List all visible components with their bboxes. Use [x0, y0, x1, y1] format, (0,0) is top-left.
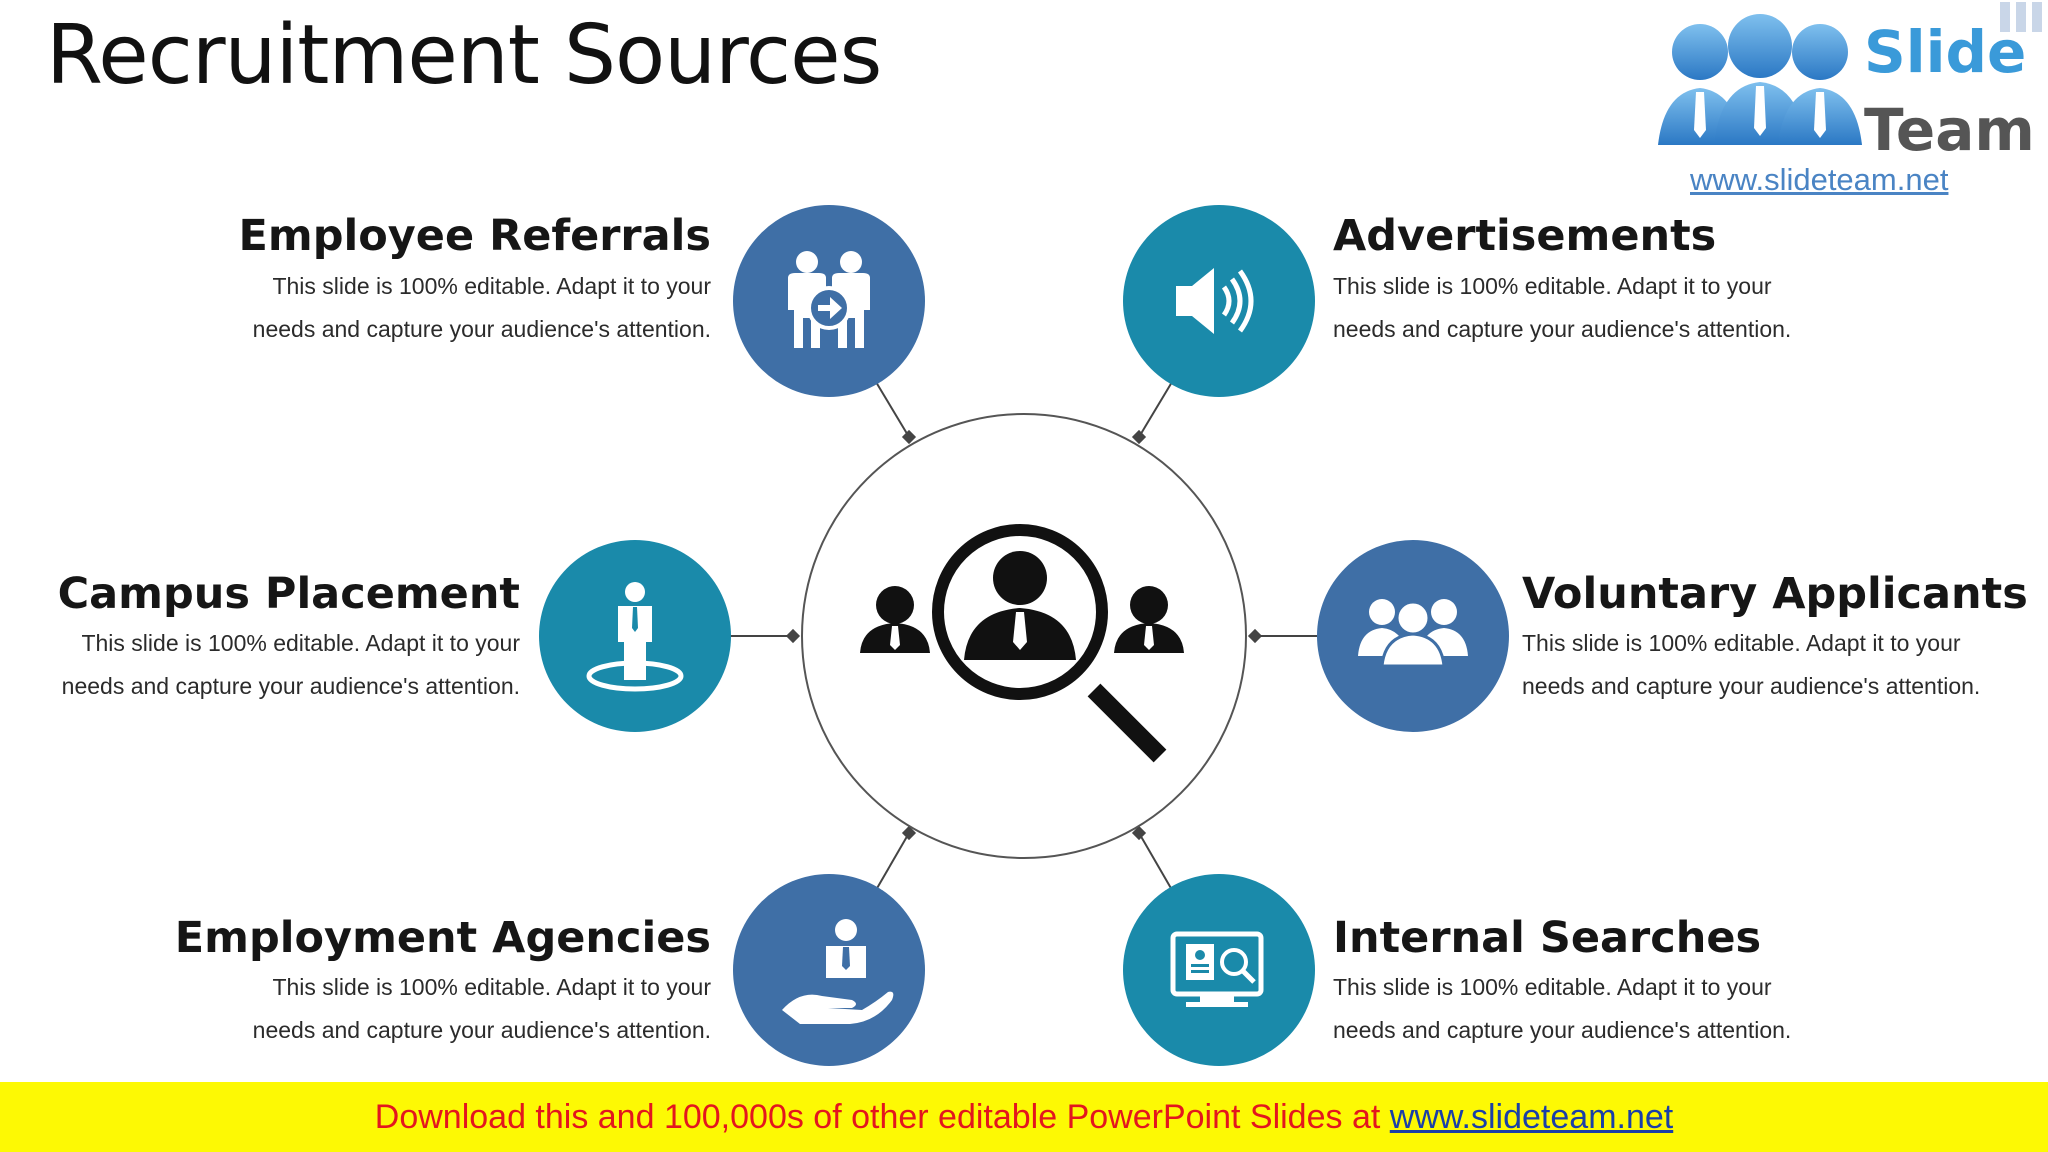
- desc-line: This slide is 100% editable. Adapt it to…: [1333, 974, 1772, 1000]
- node-employee-referrals: [733, 205, 925, 397]
- node-advertisements: [1123, 205, 1315, 397]
- desc-line: needs and capture your audience's attent…: [252, 1017, 711, 1043]
- node-employment-agencies: [733, 874, 925, 1066]
- heading-voluntary-applicants: Voluntary Applicants: [1522, 569, 2028, 619]
- desc-line: This slide is 100% editable. Adapt it to…: [1522, 630, 1961, 656]
- desc-line: This slide is 100% editable. Adapt it to…: [272, 273, 711, 299]
- desc-employee-referrals: This slide is 100% editable. Adapt it to…: [253, 265, 711, 351]
- desc-line: needs and capture your audience's attent…: [61, 673, 520, 699]
- people-referral-icon: [788, 251, 870, 348]
- heading-advertisements: Advertisements: [1333, 211, 1717, 261]
- speaker-icon: [1176, 268, 1254, 334]
- banner-text: Download this and 100,000s of other edit…: [374, 1098, 1381, 1136]
- desc-line: needs and capture your audience's attent…: [1522, 673, 1981, 699]
- monitor-search-icon: [1170, 931, 1264, 1007]
- logo-word-team: Team: [1864, 96, 2035, 164]
- person-on-target-icon: [586, 582, 684, 692]
- desc-line: This slide is 100% editable. Adapt it to…: [81, 630, 520, 656]
- download-banner: Download this and 100,000s of other edit…: [0, 1082, 2048, 1152]
- desc-campus-placement: This slide is 100% editable. Adapt it to…: [62, 622, 520, 708]
- heading-internal-searches: Internal Searches: [1333, 913, 1762, 963]
- logo-word-slide: Slide: [1864, 18, 2026, 86]
- heading-campus-placement: Campus Placement: [57, 569, 520, 619]
- node-internal-searches: [1123, 874, 1315, 1066]
- logo-url-link[interactable]: www.slideteam.net: [1690, 162, 1949, 197]
- slideteam-logo: Slide Team: [1658, 2, 2042, 164]
- desc-employment-agencies: This slide is 100% editable. Adapt it to…: [253, 966, 711, 1052]
- node-campus-placement: [539, 540, 731, 732]
- desc-line: This slide is 100% editable. Adapt it to…: [272, 974, 711, 1000]
- logo-people-icon: [1658, 14, 1862, 145]
- connector-lines: [731, 381, 1317, 891]
- desc-internal-searches: This slide is 100% editable. Adapt it to…: [1333, 966, 1791, 1052]
- heading-employee-referrals: Employee Referrals: [238, 211, 711, 261]
- desc-voluntary-applicants: This slide is 100% editable. Adapt it to…: [1522, 622, 1980, 708]
- magnifier-people-icon: [860, 524, 1184, 763]
- desc-line: needs and capture your audience's attent…: [1333, 1017, 1792, 1043]
- desc-line: needs and capture your audience's attent…: [1333, 316, 1792, 342]
- desc-line: This slide is 100% editable. Adapt it to…: [1333, 273, 1772, 299]
- hand-person-icon: [782, 919, 894, 1024]
- connector-dots: [785, 429, 1263, 841]
- group-icon: [1358, 599, 1468, 668]
- banner-link[interactable]: www.slideteam.net: [1389, 1098, 1674, 1136]
- node-voluntary-applicants: [1317, 540, 1509, 732]
- desc-advertisements: This slide is 100% editable. Adapt it to…: [1333, 265, 1791, 351]
- recruitment-diagram: [539, 205, 1509, 1066]
- slide-title: Recruitment Sources: [46, 8, 882, 103]
- heading-employment-agencies: Employment Agencies: [174, 913, 711, 963]
- desc-line: needs and capture your audience's attent…: [252, 316, 711, 342]
